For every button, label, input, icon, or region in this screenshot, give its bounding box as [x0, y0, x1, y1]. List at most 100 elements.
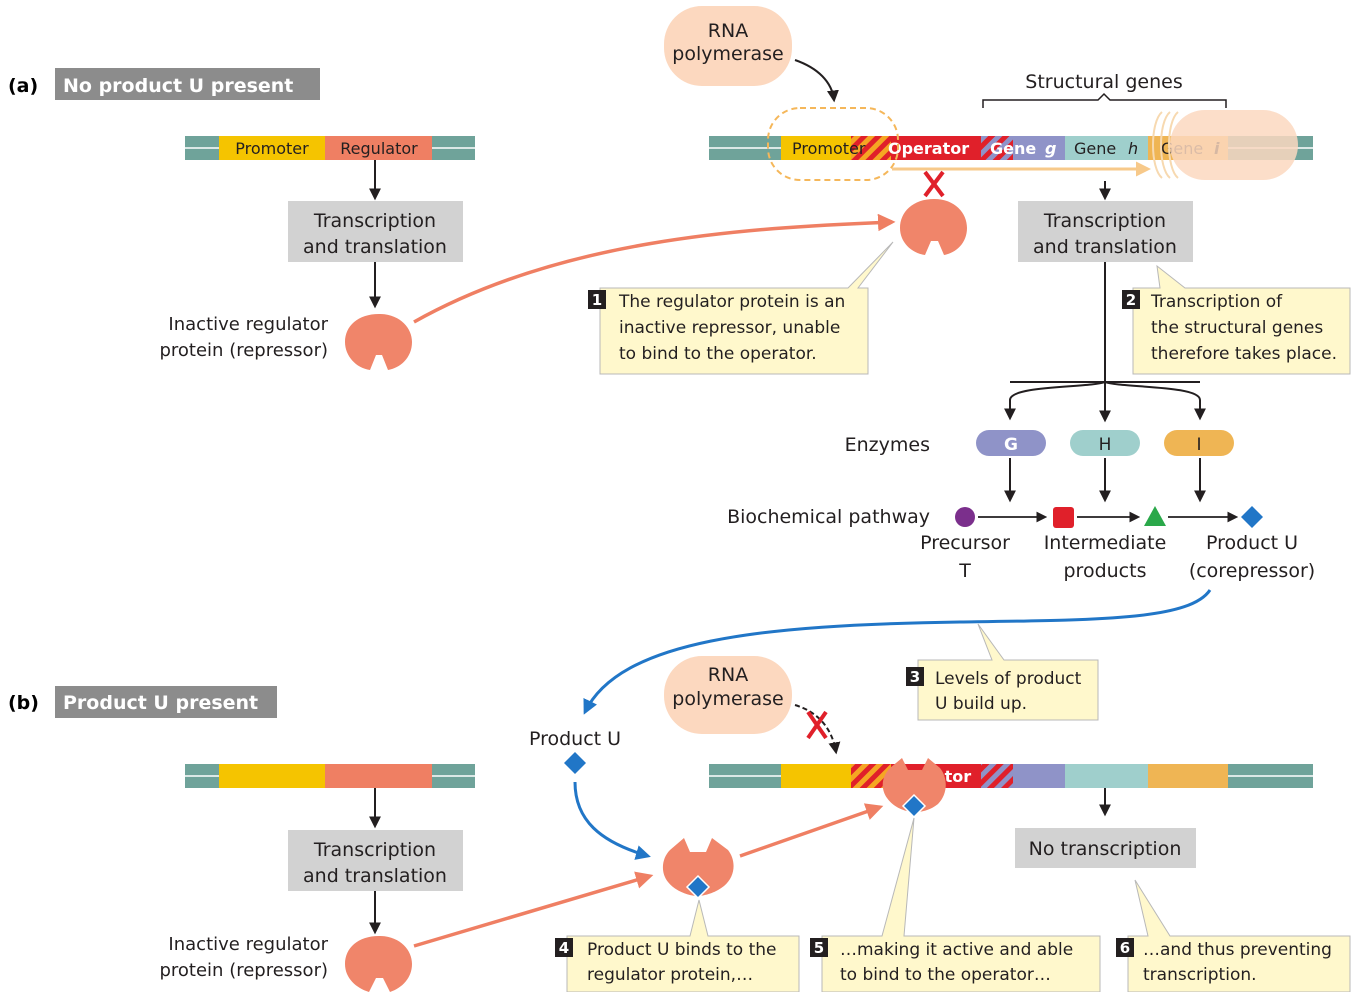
svg-text:Transcription: Transcription — [313, 839, 436, 861]
inactive-regulator-label-a2: protein (repressor) — [159, 340, 328, 361]
rna-polymerase-b: RNA polymerase — [664, 656, 792, 734]
svg-text:6: 6 — [1120, 939, 1130, 957]
svg-text:g: g — [1045, 139, 1056, 158]
svg-text:regulator protein,…: regulator protein,… — [587, 965, 753, 985]
regulator-segment — [325, 136, 432, 160]
svg-text:transcription.: transcription. — [1143, 965, 1257, 985]
svg-text:U build up.: U build up. — [935, 694, 1027, 714]
svg-text:I: I — [1196, 435, 1201, 455]
svg-text:T: T — [958, 560, 971, 582]
repressor-corepressor-complex — [662, 838, 734, 900]
promoter-operator-overlap — [851, 136, 891, 160]
svg-text:Operator: Operator — [888, 139, 969, 158]
gene-g-segment — [1013, 136, 1065, 160]
inactive-repressor-a — [345, 314, 412, 370]
transcription-box-b: Transcription and translation — [288, 830, 463, 891]
svg-text:The regulator protein is an: The regulator protein is an — [618, 292, 845, 312]
svg-text:No transcription: No transcription — [1029, 838, 1182, 860]
callout-5: 5 …making it active and able to bind to … — [810, 817, 1101, 992]
no-transcription-box: No transcription — [1015, 828, 1196, 868]
structural-genes-bracket — [982, 92, 1227, 108]
intermediate-square-icon — [1053, 507, 1074, 528]
product-u-icon — [1241, 506, 1263, 528]
operator-gene-g-overlap — [981, 136, 1013, 160]
svg-text:products: products — [1064, 560, 1147, 582]
svg-text:Gene: Gene — [990, 139, 1036, 158]
panel-b-header: (b) Product U present — [8, 686, 277, 718]
product-u-label-b: Product U — [529, 728, 621, 750]
block-x-icon-b — [806, 710, 828, 740]
enzyme-g: G — [976, 430, 1046, 456]
transcription-box-right-a: Transcription and translation — [1018, 201, 1193, 262]
svg-text:to bind to the operator…: to bind to the operator… — [840, 965, 1051, 985]
svg-text:Transcription: Transcription — [313, 210, 436, 232]
svg-text:and translation: and translation — [303, 236, 447, 258]
callout-3: 3 Levels of product U build up. — [906, 623, 1099, 721]
svg-text:Gene: Gene — [1074, 139, 1116, 158]
moving-polymerase — [1152, 110, 1298, 180]
svg-text:RNA: RNA — [708, 20, 748, 42]
regulator-dna-b — [185, 764, 475, 788]
svg-text:polymerase: polymerase — [672, 43, 783, 65]
operator-segment — [891, 136, 981, 160]
svg-text:1: 1 — [592, 291, 602, 309]
svg-text:(corepressor): (corepressor) — [1189, 560, 1315, 582]
svg-text:…and thus preventing: …and thus preventing — [1143, 940, 1332, 960]
operon-dna-b: Operator — [709, 764, 1313, 788]
callout-6: 6 …and thus preventing transcription. — [1116, 879, 1351, 992]
svg-text:3: 3 — [910, 668, 920, 686]
enzyme-h: H — [1070, 430, 1140, 456]
svg-text:therefore takes place.: therefore takes place. — [1151, 344, 1337, 364]
svg-text:polymerase: polymerase — [672, 688, 783, 710]
svg-text:G: G — [1004, 435, 1018, 455]
inactive-regulator-label-b1: Inactive regulator — [168, 934, 328, 955]
panel-a-title: No product U present — [63, 75, 293, 97]
active-repressor-on-operator — [882, 758, 946, 819]
precursor-label: Precursor — [920, 532, 1010, 554]
rna-polymerase-a: RNA polymerase — [664, 6, 792, 86]
inactive-repressor-b — [345, 936, 412, 992]
inactive-regulator-label-b2: protein (repressor) — [159, 960, 328, 981]
svg-text:RNA: RNA — [708, 664, 748, 686]
svg-text:and translation: and translation — [303, 865, 447, 887]
promoter-segment — [219, 136, 325, 160]
svg-text:Promoter: Promoter — [792, 139, 866, 158]
panel-b-title: Product U present — [63, 692, 258, 714]
svg-text:H: H — [1099, 435, 1112, 455]
svg-text:Product U binds to the: Product U binds to the — [587, 940, 777, 960]
panel-a-header: (a) No product U present — [8, 68, 320, 100]
svg-text:inactive repressor, unable: inactive repressor, unable — [619, 318, 840, 338]
svg-text:5: 5 — [814, 939, 824, 957]
svg-text:Transcription of: Transcription of — [1150, 292, 1283, 312]
gene-h-segment — [1065, 136, 1148, 160]
svg-text:and translation: and translation — [1033, 236, 1177, 258]
svg-text:4: 4 — [559, 939, 569, 957]
promoter-label: Promoter — [235, 139, 309, 158]
callout-2: 2 Transcription of the structural genes … — [1122, 264, 1351, 375]
regulator-label: Regulator — [340, 139, 418, 158]
svg-text:…making it active and able: …making it active and able — [840, 940, 1073, 960]
pathway-label: Biochemical pathway — [727, 506, 930, 528]
svg-text:Transcription: Transcription — [1043, 210, 1166, 232]
panel-b-title-bar — [55, 686, 277, 718]
structural-genes-label: Structural genes — [1025, 71, 1182, 93]
callout-4: 4 Product U binds to the regulator prote… — [555, 899, 800, 992]
intermediate-label: Intermediate — [1044, 532, 1167, 554]
precursor-icon — [955, 507, 975, 527]
svg-text:the structural genes: the structural genes — [1151, 318, 1323, 338]
svg-text:h: h — [1128, 139, 1138, 158]
enzyme-i: I — [1164, 430, 1234, 456]
intermediate-triangle-icon — [1144, 506, 1166, 526]
polymerase-binding-site — [767, 107, 899, 181]
panel-a-title-bar — [55, 68, 320, 100]
enzymes-label: Enzymes — [845, 434, 930, 456]
svg-text:Levels of product: Levels of product — [935, 669, 1082, 689]
panel-b-label: (b) — [8, 692, 39, 714]
product-label: Product U — [1206, 532, 1298, 554]
transcription-box-left-a: Transcription and translation — [288, 201, 463, 262]
panel-a-label: (a) — [8, 75, 38, 97]
svg-text:to bind to the operator.: to bind to the operator. — [619, 344, 817, 364]
regulator-dna-a: Promoter Regulator — [185, 136, 475, 160]
callout-1: 1 The regulator protein is an inactive r… — [588, 241, 894, 375]
